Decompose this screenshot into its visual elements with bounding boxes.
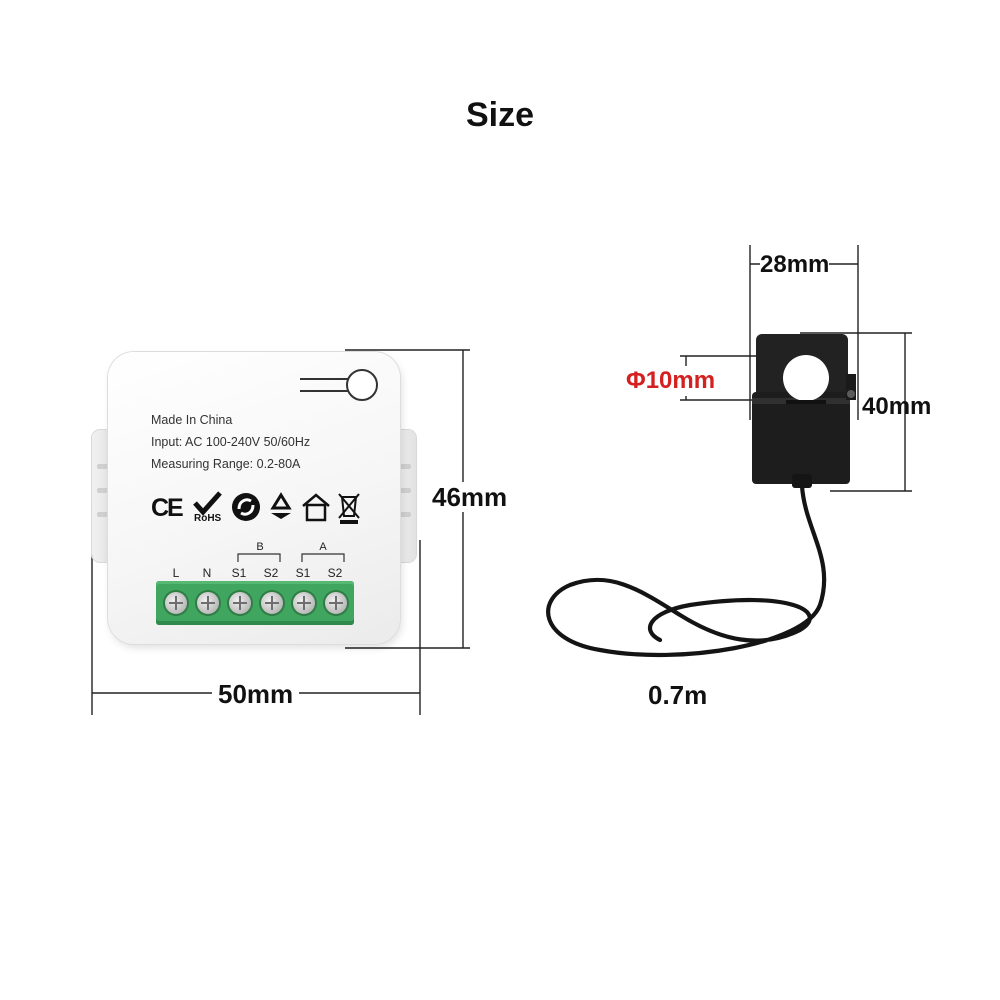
rohs-check-icon [193, 491, 222, 516]
spec-made-in: Made In China [151, 413, 233, 427]
rohs-label: RoHS [194, 513, 222, 524]
device-height-label: 46mm [432, 482, 508, 512]
ct-hole-diameter-label: Φ10mm [626, 366, 716, 396]
terminal-screw-n [197, 592, 219, 614]
cable-length-label: 0.7m [648, 680, 708, 710]
weee-bin-icon [338, 493, 360, 524]
spec-range: Measuring Range: 0.2-80A [151, 457, 301, 471]
spec-input: Input: AC 100-240V 50/60Hz [151, 435, 311, 449]
terminal-label-n: N [202, 566, 212, 580]
ct-screw [847, 390, 855, 398]
terminal-screw-a-s1 [293, 592, 315, 614]
home-icon [302, 493, 330, 522]
terminal-screw-a-s2 [325, 592, 347, 614]
page-title: Size [465, 96, 535, 134]
terminal-label-a-s1: S1 [295, 566, 311, 580]
green-dot-icon [232, 493, 260, 521]
ct-cable [546, 483, 827, 658]
ce-mark-icon: CE [151, 494, 184, 522]
device-width-label: 50mm [212, 679, 300, 709]
terminal-label-a-s2: S2 [327, 566, 343, 580]
group-label-a: A [319, 541, 327, 553]
terminal-screw-b-s1 [229, 592, 251, 614]
ct-clamp-body [752, 392, 850, 484]
ct-width-label: 28mm [760, 250, 830, 280]
group-label-b: B [256, 541, 264, 553]
ct-hole [783, 355, 829, 401]
terminal-label-l: L [172, 566, 180, 580]
terminal-screw-b-s2 [261, 592, 283, 614]
ct-clamp [752, 334, 856, 488]
device-button [300, 369, 378, 401]
recycle-icon [270, 492, 292, 519]
group-brackets [237, 553, 345, 562]
terminal-screw-l [165, 592, 187, 614]
terminal-label-b-s1: S1 [231, 566, 247, 580]
terminal-block [156, 581, 354, 625]
ct-height-label: 40mm [862, 393, 932, 420]
terminal-label-b-s2: S2 [263, 566, 279, 580]
